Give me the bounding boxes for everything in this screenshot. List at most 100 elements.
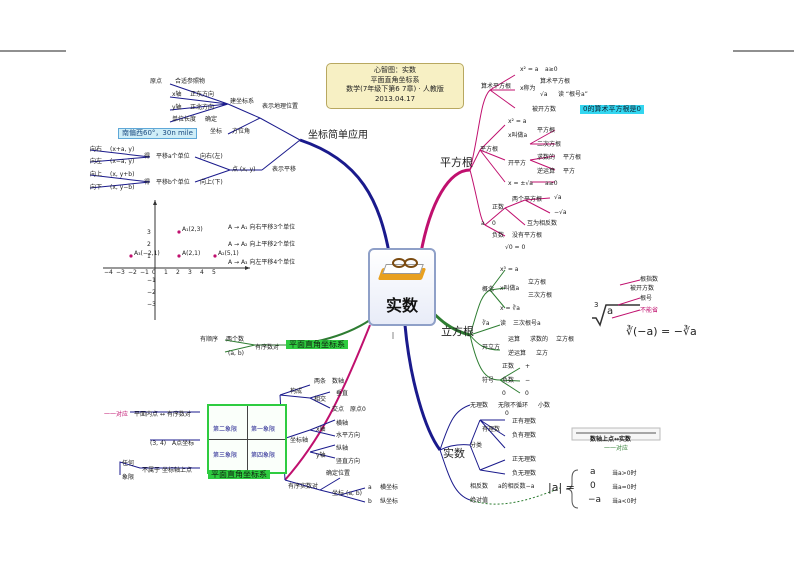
sqrt-qiu: 求数的 <box>537 154 556 161</box>
real-fu-you: 负有理数 <box>512 432 537 439</box>
graph-point-label: A₃(−2,1) <box>134 250 160 257</box>
plane-zuobiao-pt: 坐标轴上点 <box>162 467 193 474</box>
title-line3: 数学(7年级下第6 7章) · 人教版 <box>346 85 444 93</box>
cube-qiushu: 求数的 <box>530 336 549 343</box>
sqrt-node: 平方根 <box>480 146 499 153</box>
sqrt-zero: 0 <box>492 220 496 227</box>
abs-case3-cond: 当a<0时 <box>612 498 637 505</box>
sqrt-pingfang: 平方 <box>563 168 576 175</box>
cube-sign: 符号 <box>482 377 495 384</box>
cube-id-formula: ∛(−a) = −∛a <box>626 325 697 338</box>
cube-fushu: 负数 <box>502 377 515 384</box>
book-icon <box>377 258 427 282</box>
plane-a-zb: A点坐标 <box>172 440 195 447</box>
plane-green-title: 平面直角坐标系 <box>286 340 348 349</box>
sqrt-lines <box>469 74 556 237</box>
cube-x-cube: x = ∛a <box>500 305 520 312</box>
cube-a-sym: a <box>607 306 614 317</box>
sqrt-read-as: 读 “根号a” <box>558 91 588 98</box>
plane-xiangjiao: 相交 <box>314 396 327 403</box>
quadrant-box: 第一象限 第二象限 第三象限 第四象限 <box>207 404 287 474</box>
center-node[interactable]: 实数 <box>368 248 436 326</box>
branch-label-cube[interactable]: 立方根 <box>441 325 474 338</box>
branch-label-coord[interactable]: 坐标简单应用 <box>308 130 368 141</box>
cube-radical: 根号 <box>640 295 653 302</box>
real-wuxian: 无限不循环 <box>498 402 529 409</box>
plane-liangtiao: 两条 <box>314 378 327 385</box>
cube-zhengshu: 正数 <box>502 363 515 370</box>
real-wuli: 无理数 <box>470 402 489 409</box>
plane-gouzao: 构成 <box>290 388 303 395</box>
cube-lifanggen: 立方根 <box>528 279 547 286</box>
abs-case1-val: a <box>590 467 596 477</box>
sqrt-arith: 算术平方根 <box>481 83 512 90</box>
sqrt-square: 二次方根 <box>537 141 562 148</box>
coord-lines <box>89 83 301 189</box>
cube-sanci: 三次方根 <box>528 292 553 299</box>
abs-brace <box>565 469 579 509</box>
cube-lines <box>469 269 521 394</box>
real-zheng-you: 正有理数 <box>512 418 537 425</box>
plane-lines <box>224 339 290 353</box>
abs-case2-cond: 当a=0时 <box>612 484 637 491</box>
graph-x-tick: −2 <box>128 269 137 276</box>
coord-rl: 向右(左) <box>200 153 223 160</box>
sqrt-x2a: x² = a <box>520 66 539 73</box>
plane-ab2: (a, b) <box>346 490 362 497</box>
cube-minus: − <box>525 377 531 384</box>
plane-youxu-shi: 有序实数对 <box>288 483 319 490</box>
graph-y-tick: −1 <box>147 277 156 284</box>
branch-real <box>403 324 442 451</box>
branch-label-real[interactable]: 实数 <box>443 447 465 460</box>
radical-arrows <box>611 279 641 319</box>
sqrt-formula: x = ±√a <box>508 180 533 187</box>
quad-3: 第三象限 <box>213 452 238 459</box>
graph-point-label: A₂(5,1) <box>218 250 239 257</box>
real-lines <box>439 404 506 501</box>
abs-link <box>469 487 561 505</box>
cube-beikai: 被开方数 <box>630 285 655 292</box>
graph-x-tick: −4 <box>104 269 113 276</box>
cube-niyunsuan: 逆运算 <box>508 350 527 357</box>
branch-label-sqrt[interactable]: 平方根 <box>440 156 473 169</box>
cube-lifang: 立方 <box>536 350 549 357</box>
coord-biaoshi-py: 表示平移 <box>272 166 297 173</box>
graph-point <box>177 230 181 234</box>
cube-yunsuan: 运算 <box>508 336 521 343</box>
abs-case3-val: −a <box>588 495 602 505</box>
plane-xzhou: x轴 <box>316 426 326 433</box>
cube-zero-val: 0 <box>525 390 529 397</box>
coord-queding: 确定 <box>205 116 218 123</box>
graph-x-tick: 4 <box>200 269 204 276</box>
branch-plane-2 <box>284 324 371 481</box>
cube-x3a: x³ = a <box>500 266 519 273</box>
cube-sanci-genhao: 三次根号a <box>513 320 541 327</box>
sqrt-a-node: a <box>481 220 485 227</box>
coord-r: (x+a, y) <box>110 146 135 153</box>
cube-cbrt-a: ∛a <box>482 320 490 327</box>
cube-lifanggen2: 立方根 <box>556 336 575 343</box>
real-a-xiang: a的相反数−a <box>498 483 535 490</box>
coord-dian: 点 (x, y) <box>232 166 256 173</box>
coord-xzhou: x轴 <box>172 91 182 98</box>
cube-concept: 概念 <box>482 286 495 293</box>
plane-ab: (a, b) <box>228 350 244 357</box>
real-zheng-wu: 正无理数 <box>512 456 537 463</box>
sqrt-pos-root: √a <box>554 194 562 201</box>
graph-x-tick: 0 <box>152 269 156 276</box>
zero-note-tag: 0的算术平方根是0 <box>580 105 644 114</box>
cube-bunengsheng: 不能省 <box>640 307 659 314</box>
real-axis-label: 数轴上点↔实数 <box>590 436 632 443</box>
plane-xianxian: 象限 <box>122 474 135 481</box>
plane-zuobiaozhou: 坐标轴 <box>290 437 309 444</box>
coord-xiangshang: 向上 <box>90 171 103 178</box>
graph-y-tick: 3 <box>147 229 151 236</box>
coord-jianli: 建坐标系 <box>230 98 255 105</box>
coord-move-2: A → A₂ 向上平移2个单位 <box>228 241 296 248</box>
abs-case1-cond: 当a>0时 <box>612 470 637 477</box>
plane-liang: 两个数 <box>226 336 245 343</box>
cube-kailifang: 开立方 <box>482 344 501 351</box>
coord-move-1: A → A₁ 向右平移3个单位 <box>228 224 296 231</box>
coord-move-3: A → A₃ 向左平移4个单位 <box>228 259 296 266</box>
coord-graph <box>103 200 250 320</box>
